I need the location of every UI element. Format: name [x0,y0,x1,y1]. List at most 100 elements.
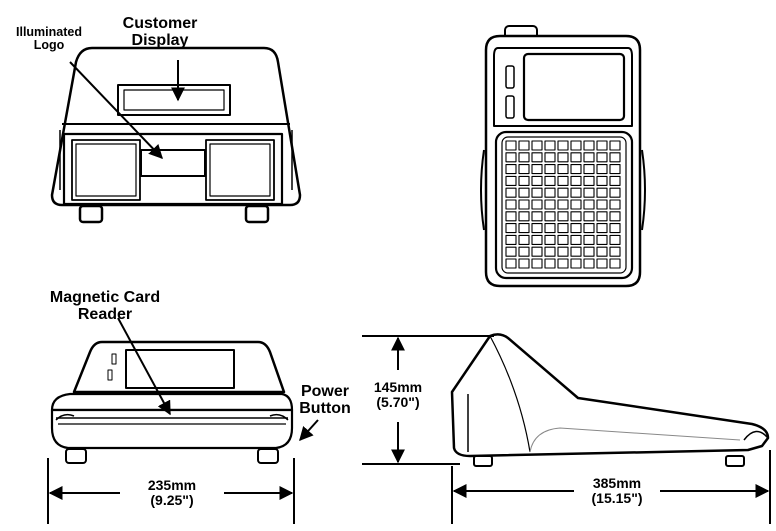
keypad-key [570,187,582,198]
keypad-key [570,152,582,163]
keypad-key [609,140,621,151]
keypad-key [596,164,608,175]
keypad-key [570,164,582,175]
keypad-key [544,199,556,210]
keypad-key [557,152,569,163]
front-view [50,46,302,224]
keypad-key [505,175,517,186]
depth-dimension [451,450,771,524]
keypad-key [583,199,595,210]
keypad-key [544,187,556,198]
keypad-key [570,175,582,186]
keypad-key [596,152,608,163]
keypad-key [583,175,595,186]
keypad-key [505,199,517,210]
keypad-key [596,175,608,186]
keypad-key [609,246,621,257]
keypad-key [505,246,517,257]
keypad-key [505,223,517,234]
keypad-key [531,211,543,222]
keypad-key [544,211,556,222]
front-view-lower [50,340,294,464]
keypad-key [583,258,595,269]
keypad-key [609,175,621,186]
keypad-key [518,164,530,175]
keypad-key [505,187,517,198]
keypad-key [531,246,543,257]
keypad-key [505,164,517,175]
keypad-key [505,140,517,151]
keypad-key [570,199,582,210]
depth-dimension-label: 385mm (15.15") [591,475,643,506]
height-dimension [362,335,494,465]
illuminated-logo-label: Illuminated Logo [16,25,82,53]
keypad-key [557,140,569,151]
keypad-key [518,152,530,163]
keypad-key [557,211,569,222]
keypad-key [518,199,530,210]
keypad-key [583,152,595,163]
keypad-key [596,234,608,245]
keypad-key [518,223,530,234]
keypad-key [570,140,582,151]
keypad-key [570,223,582,234]
keypad-key [596,187,608,198]
keypad-key [609,199,621,210]
keypad-key [531,187,543,198]
keypad-key [544,152,556,163]
front-view-pointers [69,60,185,160]
keypad-key [609,223,621,234]
keypad-key [505,211,517,222]
keypad-key [583,140,595,151]
keypad-key [557,223,569,234]
keypad-key [518,234,530,245]
keypad-key [557,187,569,198]
keypad-key [596,258,608,269]
keypad-key [518,140,530,151]
keypad-key [544,164,556,175]
keypad-key [531,175,543,186]
keypad-key [531,152,543,163]
keypad-key [518,211,530,222]
customer-display-label: Customer Display [122,15,198,49]
height-dimension-label: 145mm (5.70") [356,380,440,410]
keypad-key [570,234,582,245]
keypad-key [583,187,595,198]
keypad-key [544,258,556,269]
keypad-key [609,234,621,245]
keypad-key [596,211,608,222]
keypad-key [531,234,543,245]
keypad-key [544,140,556,151]
keypad-key [583,246,595,257]
magnetic-card-reader-label: Magnetic Card Reader [49,289,161,323]
keypad-key [557,234,569,245]
keypad-key [531,140,543,151]
keypad-key [557,164,569,175]
keypad-key [596,199,608,210]
keypad-key [544,175,556,186]
keypad-key [609,164,621,175]
keypad-key [531,223,543,234]
keypad-key [570,211,582,222]
keypad-key [609,258,621,269]
keypad-key [583,211,595,222]
keypad-keys [505,140,621,269]
keypad-key [505,234,517,245]
keypad-key [583,164,595,175]
keypad-key [570,246,582,257]
width-dimension [47,458,295,524]
keypad-key [557,199,569,210]
keypad-key [583,234,595,245]
keypad-key [596,246,608,257]
keypad-key [531,258,543,269]
keypad-key [531,199,543,210]
keypad-key [518,187,530,198]
keypad-key [505,258,517,269]
keypad-key [609,211,621,222]
keypad-key [596,223,608,234]
keypad-key [609,152,621,163]
keypad-key [544,234,556,245]
keypad-key [531,164,543,175]
keypad-key [557,258,569,269]
